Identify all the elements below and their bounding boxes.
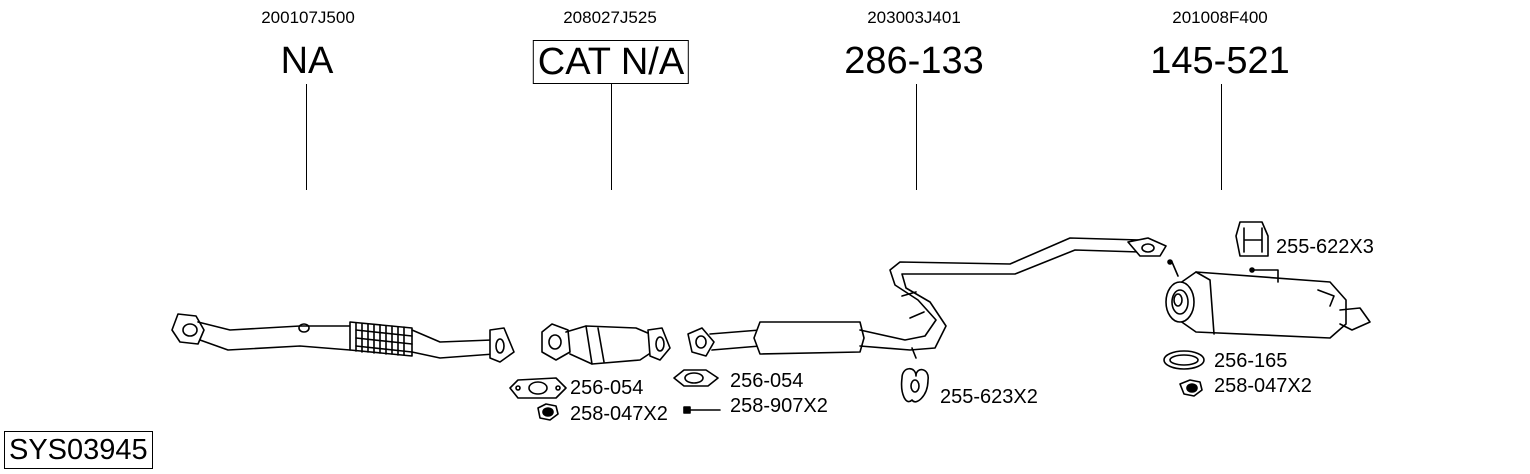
nut-icon	[537, 403, 559, 421]
middle-section-drawing[interactable]	[687, 237, 1167, 359]
ref-front-pipe[interactable]: NA	[280, 40, 334, 82]
label-gasket-rear[interactable]: 256-165	[1214, 350, 1288, 372]
label-hanger-rear[interactable]: 255-622X3	[1276, 236, 1374, 258]
nut-icon	[1179, 379, 1203, 397]
gasket-icon	[673, 369, 719, 387]
ref-rear-silencer[interactable]: 145-521	[1150, 40, 1290, 82]
gasket-icon	[509, 377, 567, 399]
oem-number-catalyst: 208027J525	[563, 8, 657, 27]
label-gasket-b[interactable]: 256-054	[730, 370, 804, 392]
ref-middle-section[interactable]: 286-133	[844, 40, 984, 82]
label-bolt-b[interactable]: 258-907X2	[730, 395, 828, 417]
gasket-icon	[1163, 350, 1205, 370]
leader-line-front-pipe	[306, 84, 307, 190]
bolt-icon	[683, 406, 721, 414]
oem-number-front-pipe: 200107J500	[261, 8, 355, 27]
ref-catalyst[interactable]: CAT N/A	[532, 40, 690, 84]
leader-line-catalyst	[611, 84, 612, 190]
rear-silencer-drawing[interactable]	[1165, 259, 1371, 339]
label-nut-a[interactable]: 258-047X2	[570, 403, 668, 425]
label-hanger-mid[interactable]: 255-623X2	[940, 386, 1038, 408]
hanger-icon	[900, 367, 929, 403]
label-nut-rear[interactable]: 258-047X2	[1214, 375, 1312, 397]
oem-number-rear-silencer: 201008F400	[1172, 8, 1268, 27]
catalyst-drawing[interactable]	[541, 323, 671, 365]
front-pipe-drawing[interactable]	[171, 313, 515, 363]
system-code: SYS03945	[4, 431, 153, 469]
label-gasket-a[interactable]: 256-054	[570, 377, 644, 399]
hanger-icon	[1235, 221, 1269, 257]
oem-number-middle-section: 203003J401	[867, 8, 961, 27]
leader-line-rear-silencer	[1221, 84, 1222, 190]
leader-line-middle-section	[916, 84, 917, 190]
